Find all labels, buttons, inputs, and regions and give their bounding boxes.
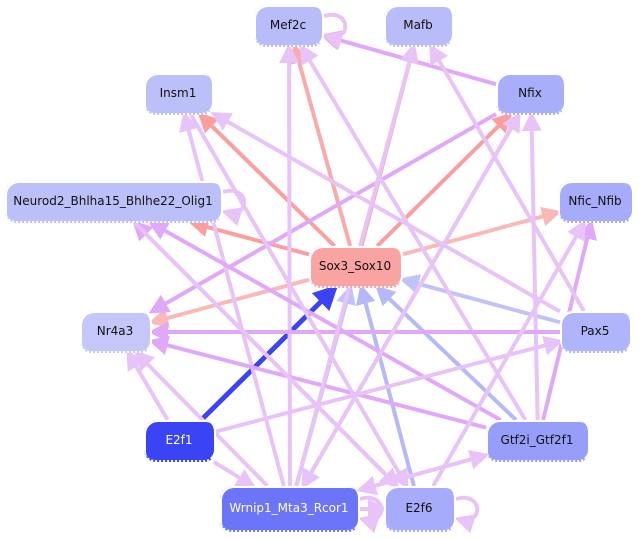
node-label: Sox3_Sox10 bbox=[318, 259, 392, 273]
node-nficnfib[interactable]: Nfic_Nfib bbox=[558, 181, 634, 223]
edge-gtf2i-to-sox3 bbox=[375, 285, 518, 422]
edge-pax5-to-insm1 bbox=[210, 111, 561, 314]
node-label: Mef2c bbox=[269, 18, 307, 32]
edge-gtf2i-to-mef2c bbox=[299, 43, 528, 422]
node-e2f6[interactable]: E2f6 bbox=[384, 486, 456, 532]
edge-e2f1-to-pax5 bbox=[215, 335, 564, 434]
self-loop-wrnip1 bbox=[358, 495, 384, 534]
edge-sox3-to-nfix bbox=[375, 112, 513, 248]
node-neurod2[interactable]: Neurod2_Bhlha15_Bhlhe22_Olig1 bbox=[5, 181, 223, 223]
node-label: Wrnip1_Mta3_Rcor1 bbox=[229, 501, 349, 515]
edge-gtf2i-to-nr4a3 bbox=[148, 335, 487, 430]
edge-e2f1-to-nr4a3 bbox=[126, 349, 170, 422]
self-loop-neurod2 bbox=[221, 188, 247, 227]
node-nr4a3[interactable]: Nr4a3 bbox=[80, 311, 152, 353]
node-label: Mafb bbox=[403, 18, 433, 32]
edge-neurod2-to-e2f6 bbox=[133, 221, 400, 489]
node-label: E2f1 bbox=[165, 433, 193, 447]
edge-insm1-to-e2f6 bbox=[189, 113, 409, 490]
node-label: Nfic_Nfib bbox=[568, 194, 622, 208]
node-sox3[interactable]: Sox3_Sox10 bbox=[309, 246, 403, 288]
node-label: Nfix bbox=[518, 86, 542, 100]
edge-sox3-to-insm1 bbox=[197, 112, 336, 248]
node-label: Neurod2_Bhlha15_Bhlhe22_Olig1 bbox=[13, 194, 213, 208]
node-e2f1[interactable]: E2f1 bbox=[144, 420, 216, 462]
node-gtf2i[interactable]: Gtf2i_Gtf2f1 bbox=[486, 420, 590, 462]
edge-sox3-to-neurod2 bbox=[188, 217, 310, 257]
edge-nfix-to-nr4a3 bbox=[148, 112, 497, 314]
node-label: Insm1 bbox=[159, 86, 197, 100]
edge-e2f1-to-wrnip1 bbox=[212, 460, 257, 489]
node-label: E2f6 bbox=[405, 501, 433, 515]
edge-wrnip1-to-mef2c bbox=[279, 43, 300, 487]
self-loop-mef2c bbox=[322, 12, 348, 51]
edge-wrnip1-to-insm1 bbox=[179, 111, 286, 487]
edge-sox3-to-mef2c bbox=[289, 43, 353, 247]
node-mafb[interactable]: Mafb bbox=[384, 5, 454, 47]
edge-nfix-to-wrnip1 bbox=[301, 113, 521, 490]
edge-gtf2i-to-nfix bbox=[521, 111, 542, 421]
edge-wrnip1-to-nr4a3 bbox=[133, 350, 269, 488]
node-insm1[interactable]: Insm1 bbox=[144, 73, 214, 115]
edge-sox3-to-nr4a3 bbox=[148, 277, 310, 328]
self-loop-e2f6 bbox=[454, 495, 480, 534]
node-pax5[interactable]: Pax5 bbox=[560, 311, 632, 353]
node-wrnip1[interactable]: Wrnip1_Mta3_Rcor1 bbox=[220, 486, 360, 532]
node-mef2c[interactable]: Mef2c bbox=[254, 5, 324, 47]
node-label: Gtf2i_Gtf2f1 bbox=[500, 433, 574, 447]
edge-gtf2i-to-wrnip1 bbox=[356, 453, 487, 496]
edge-gtf2i-to-neurod2 bbox=[147, 221, 502, 422]
node-nfix[interactable]: Nfix bbox=[496, 73, 566, 115]
node-label: Pax5 bbox=[580, 324, 610, 338]
node-label: Nr4a3 bbox=[96, 324, 134, 338]
